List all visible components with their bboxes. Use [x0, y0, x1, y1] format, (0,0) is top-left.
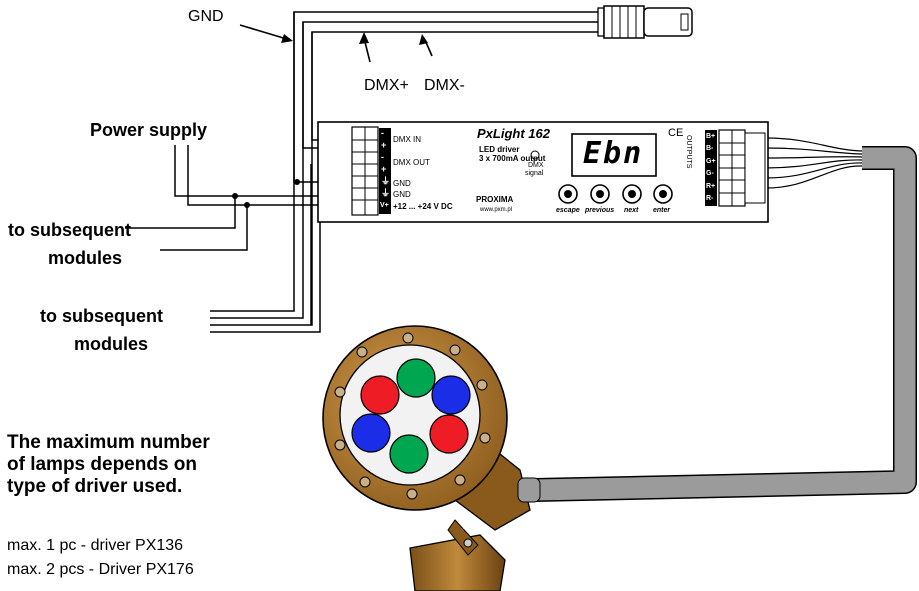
dmx-out-label: DMX OUT — [393, 158, 430, 167]
outputs-label: OUTPUTS — [685, 135, 692, 169]
gnd-label: GND — [188, 8, 224, 25]
led-red-left — [360, 375, 400, 415]
terminal-6: ⏚ — [381, 188, 391, 198]
device-model: PxLight 162 — [477, 126, 550, 141]
output-r-minus: R- — [706, 195, 714, 202]
subsequent-modules-2-line1: to subsequent — [40, 306, 164, 326]
terminal-2: + — [381, 140, 387, 150]
device-subtitle-2: 3 x 700mA output — [479, 154, 546, 163]
driver-device — [317, 121, 769, 223]
device-subtitle-1: LED driver — [479, 145, 520, 154]
gnd-terminal-label-2: GND — [393, 190, 411, 199]
max-lamps-note: The maximum number of lamps depends on t… — [7, 432, 210, 497]
brand-logo: PROXIMA — [476, 195, 514, 204]
dmx-in-label: DMX IN — [393, 135, 421, 144]
output-g-minus: G- — [706, 170, 714, 177]
rgb-lamp — [322, 325, 541, 591]
previous-button-label: previous — [585, 207, 615, 214]
output-b-minus: B- — [706, 145, 714, 152]
led-green-top — [396, 358, 436, 398]
terminal-1: - — [381, 128, 384, 138]
terminal-3: - — [381, 152, 384, 162]
seven-segment-display: Ebn — [583, 136, 644, 171]
dmx-plus-label: DMX+ — [364, 77, 409, 94]
output-b-plus: B+ — [706, 133, 716, 140]
subsequent-modules-1-line2: modules — [48, 248, 123, 268]
escape-button-label: escape — [556, 207, 580, 214]
subsequent-modules-1-line1: to subsequent — [8, 220, 132, 240]
dmx-signal-line2: signal — [525, 170, 544, 177]
enter-button-label: enter — [653, 207, 671, 214]
output-wires — [765, 137, 863, 189]
output-g-plus: G+ — [706, 158, 716, 165]
terminal-7: V+ — [380, 202, 389, 209]
junction-dots — [232, 179, 300, 208]
pointer-arrows — [239, 24, 433, 63]
power-wires — [125, 145, 352, 251]
terminal-4: + — [381, 164, 387, 174]
max-list-item-1: max. 1 pc - driver PX136 — [7, 537, 184, 554]
dmx-minus-label: DMX- — [424, 77, 465, 94]
gnd-terminal-label-1: GND — [393, 179, 411, 188]
output-r-plus: R+ — [706, 183, 716, 190]
subsequent-modules-2-line2: modules — [74, 334, 149, 354]
next-button-label: next — [624, 207, 639, 214]
voltage-label: +12 ... +24 V DC — [393, 202, 453, 211]
led-blue-right — [431, 375, 471, 415]
led-blue-left — [351, 413, 391, 453]
website: www.pxm.pl — [480, 207, 513, 213]
ce-mark: CE — [668, 127, 684, 139]
terminal-5: ⏚ — [381, 176, 391, 186]
led-green-bottom — [389, 434, 429, 474]
max-list-item-2: max. 2 pcs - Driver PX176 — [7, 561, 194, 578]
power-supply-label: Power supply — [90, 120, 208, 140]
xlr-connector — [597, 5, 693, 39]
led-red-right — [429, 414, 469, 454]
dmx-signal-line1: DMX — [528, 162, 544, 169]
